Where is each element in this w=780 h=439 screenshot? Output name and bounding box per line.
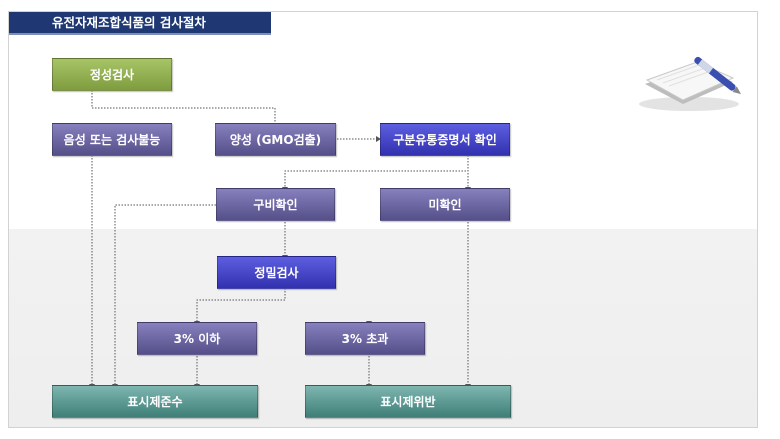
edge-quantitative-to-ranges: [196, 288, 286, 322]
node-positive: 양성 (GMO검출): [215, 123, 336, 156]
edge-qualitative-to-branches: [91, 90, 276, 124]
node-labeling-compliant: 표시제준수: [52, 385, 258, 418]
node-negative: 음성 또는 검사불능: [52, 123, 172, 156]
node-quantitative-test: 정밀검사: [217, 256, 336, 289]
notepad-and-pen-icon: [639, 56, 741, 111]
diagram-frame: 유전자재조합식품의 검사절차: [8, 11, 758, 428]
node-certificate-missing: 미확인: [380, 188, 510, 221]
edge-ok-to-compliant: [114, 204, 216, 385]
arrowhead: [376, 136, 381, 142]
node-under-3-percent: 3% 이하: [137, 322, 257, 355]
node-over-3-percent: 3% 초과: [305, 322, 425, 355]
edge-certificate-to-ok: [284, 155, 469, 188]
node-qualitative-test: 정성검사: [52, 58, 172, 91]
node-certificate-ok: 구비확인: [216, 188, 335, 221]
page-title: 유전자재조합식품의 검사절차: [9, 12, 271, 35]
node-labeling-violation: 표시제위반: [305, 385, 511, 418]
node-certificate-check: 구분유통증명서 확인: [380, 123, 510, 156]
